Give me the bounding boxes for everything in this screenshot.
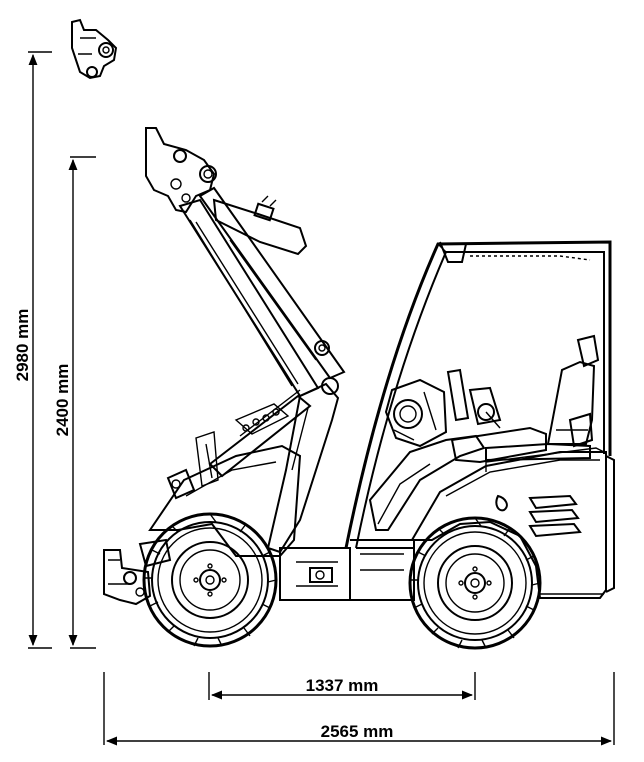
rear-wheel-studs (458, 566, 492, 600)
front-frame (103, 403, 302, 606)
dimension-lift-height: 2400 mm (53, 156, 96, 649)
total-length-label: 2565 mm (321, 722, 394, 741)
rear-body (410, 447, 607, 599)
engine-vent-slots (528, 494, 582, 538)
chassis-articulation (279, 539, 415, 601)
lift-height-label: 2400 mm (53, 364, 72, 437)
front-wheel (142, 512, 278, 648)
total-height-label: 2980 mm (13, 309, 32, 382)
front-wheel-studs (193, 563, 227, 597)
rear-counterweight (540, 455, 615, 595)
dimension-total-height: 2980 mm (13, 51, 52, 649)
lift-arm (145, 127, 346, 554)
dimension-wheelbase: 1337 mm (208, 672, 476, 700)
steering-and-controls (368, 368, 547, 531)
rear-wheel (408, 516, 542, 650)
cab-frame (344, 240, 612, 549)
dimension-total-length: 2565 mm (103, 672, 615, 746)
operator-seat (485, 334, 600, 462)
front-wheel-tread (144, 513, 277, 647)
raised-bucket-pivot-detail (71, 18, 118, 80)
wheelbase-label: 1337 mm (306, 676, 379, 695)
